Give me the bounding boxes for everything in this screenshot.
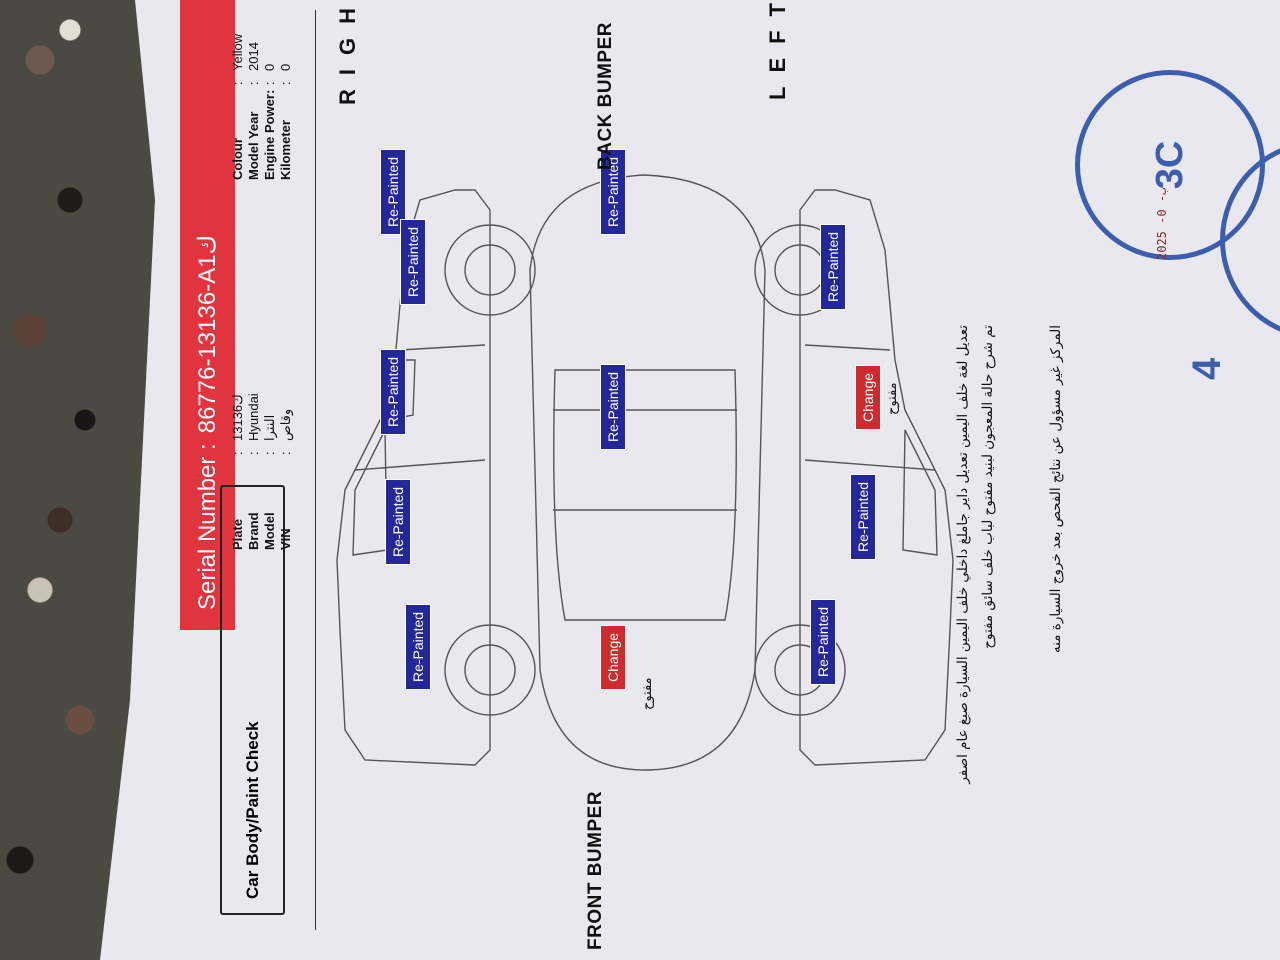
tag-right-front-fender: Re-Painted bbox=[405, 603, 431, 690]
back-bumper-label: BACK BUMPER bbox=[595, 22, 616, 170]
tag-left-front-door: Re-Painted bbox=[850, 473, 876, 560]
note-line-2: تم شرح حالة المعجون لبنيد مفتوح لباب خلف… bbox=[980, 325, 996, 649]
km-label: Kilometer bbox=[278, 120, 293, 180]
km-value: 0 bbox=[278, 63, 293, 71]
tag-right-rear-door: Re-Painted bbox=[380, 348, 406, 435]
car-right-side-view bbox=[336, 189, 536, 766]
colour-value: Yellow bbox=[230, 33, 245, 71]
power-label: Engine Power: bbox=[262, 89, 277, 180]
tag-left-front-fender: Re-Painted bbox=[810, 598, 836, 685]
vehicle-info-right: Colour:Yellow Model Year:2014 Engine Pow… bbox=[230, 33, 293, 180]
note-line-1: تعديل لغة خلف اليمين تعديل داير جاملغ دا… bbox=[955, 325, 971, 784]
section-title-box: Car Body/Paint Check bbox=[220, 485, 285, 915]
hood-hand-note: مفتوح bbox=[640, 677, 655, 710]
power-value: 0 bbox=[262, 63, 277, 71]
inspection-sheet bbox=[100, 0, 1280, 960]
sheet-content: Serial Number : 86776-13136-A1ك Plate:13… bbox=[100, 0, 1280, 960]
section-title: Car Body/Paint Check bbox=[242, 721, 262, 899]
tag-left-rear-quarter: Re-Painted bbox=[820, 223, 846, 310]
vin-value: وقاص bbox=[278, 408, 293, 441]
page-number: 4 bbox=[1185, 357, 1229, 380]
tag-right-front-door: Re-Painted bbox=[385, 478, 411, 565]
plate-value: 13136ك bbox=[230, 394, 245, 441]
tag-hood: Change bbox=[600, 624, 626, 690]
divider-line bbox=[315, 10, 316, 930]
brand-value: Hyundai bbox=[246, 393, 261, 441]
left-side-label: LEFT bbox=[765, 0, 790, 100]
stamp-date: 2025 -ب- 0 bbox=[1155, 187, 1169, 260]
year-label: Model Year bbox=[246, 111, 261, 180]
car-top-view bbox=[529, 174, 766, 771]
tag-roof: Re-Painted bbox=[600, 363, 626, 450]
right-side-label: RIGHT bbox=[335, 0, 360, 105]
front-bumper-label: FRONT BUMPER bbox=[585, 790, 606, 950]
left-door-hand-note: مفتوح bbox=[885, 382, 900, 415]
model-value: النترا bbox=[262, 414, 277, 441]
year-value: 2014 bbox=[246, 42, 261, 71]
serial-label: Serial Number : bbox=[193, 443, 221, 610]
note-line-3: المركز غير مسؤول عن نتائج الفحص بعد خروج… bbox=[1048, 325, 1064, 654]
serial-value: 86776-13136-A1ك bbox=[194, 234, 221, 434]
car-left-side-view bbox=[754, 189, 954, 766]
colour-label: Colour bbox=[230, 138, 245, 180]
tag-right-rear-quarter: Re-Painted bbox=[400, 218, 426, 305]
tag-left-rear-door: Change bbox=[855, 364, 881, 430]
